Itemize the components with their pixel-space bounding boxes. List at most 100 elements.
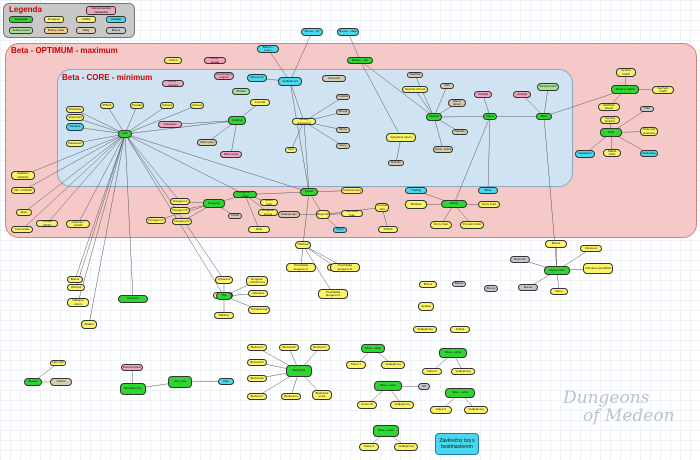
node-n-kolos-x: Kolos X — [430, 406, 452, 414]
node-n-vybaveni: Vybavení — [215, 276, 233, 284]
edge-n-bonus-slot-n-bestiar — [359, 60, 435, 118]
node-n-procx-b: Procházka dungeon X — [318, 289, 348, 299]
legend-nadstavba: Odemknutelná nadstavba — [86, 6, 116, 15]
node-n-seznam: Seznam hráčů — [652, 86, 674, 94]
edge-n-bestiar-n-oko — [433, 85, 448, 118]
node-n-b-a: Budova A — [247, 344, 267, 351]
node-n-bonus-tr3: Bonus — [518, 284, 538, 291]
node-n-krabice: Krabice — [336, 94, 350, 100]
edge-n-quest-n-vedlejsi-sin — [289, 81, 310, 193]
node-n-znovuzrozeni: Znovuzrození — [121, 364, 143, 371]
node-n-moderace: Moderace — [640, 150, 658, 157]
node-n-zbrane: Zbraně — [232, 88, 250, 95]
edge-hub-n-obchod-c — [75, 133, 126, 288]
node-n-bonus-tr: Bonus trh — [247, 74, 267, 82]
edge-n-obch-x-n-procx-b — [302, 244, 334, 295]
node-n-nakupni: Nákupní strom — [67, 298, 89, 307]
node-n-b-f: Budova F — [247, 393, 267, 400]
node-n-odm-spec: Odměna specifická — [583, 263, 613, 274]
node-n-bojovnik: Bojovník — [316, 210, 330, 219]
node-n-bestiar: Bestiář — [426, 113, 442, 121]
node-n-sablony: Šablony — [214, 312, 234, 319]
node-n-tab1: Bonus - Lumy — [257, 45, 279, 53]
node-n-mise: Mise — [536, 113, 552, 120]
logo-line-1: Dungeons — [563, 388, 650, 408]
node-n-dun-c: Dungeon C — [146, 217, 166, 224]
edge-n-mise-n-skupiny — [543, 89, 626, 117]
node-n-bylinky: Bylinky — [388, 160, 404, 166]
edge-n-bonus-slot-n-tab3 — [347, 31, 361, 61]
node-n-dun-vr: Dungeon vrcholní boj — [246, 276, 268, 286]
node-n-pozvani: Pozvání hráči — [460, 221, 484, 229]
node-n-zbroje: Zbroje — [336, 109, 350, 115]
node-n-kombinace: Kombinace stupeň — [214, 72, 234, 80]
node-n-bonus3: Bonus — [452, 281, 466, 287]
node-n-nn: NN — [418, 383, 430, 390]
node-n-duch: Duch — [333, 227, 347, 233]
node-n-umeni: Umění — [50, 378, 72, 386]
node-final: Závěrečný boj s bestmasterem — [435, 433, 479, 455]
node-n-skupina: Skupina kolo — [537, 83, 559, 91]
edge-n-bestiar-n-obch-kniha — [433, 116, 444, 150]
node-n-sprava: Správa hráčů — [616, 68, 636, 77]
node-n-misa: Misa směs — [220, 151, 242, 158]
node-n-vzor: Vzor — [285, 147, 297, 153]
legend-title: Legenda — [9, 5, 42, 14]
node-n-hlavni-dez: Hlavní dezert — [448, 99, 466, 107]
node-n-upravy: Úpravy dungeonů — [292, 118, 316, 125]
node-n-budovani-x: Budování extra — [312, 390, 332, 400]
node-n-runy-hr: Runy hrad — [430, 221, 452, 229]
node-n-vypravy: Výpravy skupiny — [600, 116, 620, 124]
edge-n-mise-n-vedlejsi-r2 — [521, 94, 545, 117]
node-n-oko: Oko — [440, 83, 454, 89]
node-n-ferova: Férová vlna — [375, 203, 389, 212]
node-n-vedlejsi-r2: Vedlejší — [513, 91, 531, 98]
node-n-moznosti: Možnosti boje — [341, 210, 363, 217]
edge-n-dun-v-n-rust — [244, 194, 260, 230]
edge-n-mapa-n-bestiar — [433, 116, 491, 118]
node-n-carny2: Čarny - Herbá — [204, 57, 226, 64]
node-n-kolos-w: Kolos W — [357, 401, 377, 409]
node-n-achiev-m: Achievementy — [341, 187, 363, 194]
node-n-vedl-boj6: Vedlejší boj — [394, 443, 418, 451]
node-n-m-ext4: Mise - extra — [445, 388, 475, 398]
node-n-rust: Růst — [248, 226, 270, 233]
node-n-hrady: Hrady — [441, 200, 467, 208]
node-n-obch-kniha: Obch. kniha — [433, 146, 453, 153]
node-n-obchod-c: Obchod — [67, 284, 85, 291]
node-n-bonus-c: Bonus — [67, 276, 83, 283]
node-n-m-ext2: Mise - extra — [439, 348, 467, 358]
edge-hub-n-nakupni — [77, 133, 126, 303]
edge-hub-n-info — [22, 133, 126, 191]
node-n-b-b: Budova B — [279, 344, 299, 351]
edge-hub-n-vlastnosti — [74, 117, 126, 135]
node-n-cheat: Cheat — [228, 213, 242, 219]
node-n-tab3: Bonus - zlato — [337, 28, 359, 36]
node-n-bonus-slot: Bonus - slot — [347, 57, 373, 64]
node-n-kampan: Kampaň — [118, 295, 148, 303]
node-n-vybava: Výbava — [160, 102, 174, 109]
node-n-info: Info o hráčích — [11, 187, 35, 194]
edge-n-mapa-n-hrady — [453, 116, 491, 205]
legend-bonus: Bonus — [106, 27, 126, 34]
node-n-pad: Pád — [640, 106, 654, 112]
edge-hub-n-zakladni — [22, 133, 126, 176]
node-n-vedlejsi-sin: Vedlejší síň — [278, 77, 302, 86]
node-n-mapa: Mapa — [483, 113, 497, 120]
node-n-nastaveni-r: Nastavení — [575, 150, 595, 158]
edge-hub-n-kampan — [124, 133, 134, 300]
node-n-skolice: Školice — [24, 378, 42, 386]
node-n-jiny-svet: Jiný svět — [168, 376, 192, 388]
node-n-hlav-nasl: Hlavní nasl. — [544, 266, 570, 275]
node-n-mestek: Městek — [452, 129, 468, 135]
node-n-runy-hr2: Runy hrad — [478, 201, 500, 208]
node-n-m-ext3: Mise - extra — [374, 381, 402, 391]
node-n-trading: Trading — [405, 187, 427, 194]
node-n-bojovnik-r: Bojovník — [510, 256, 530, 263]
edge-n-upravy-n-runy — [303, 121, 344, 147]
edge-n-mapa-n-bitva — [487, 116, 491, 191]
core-region-title: Beta - CORE - minimum — [62, 73, 153, 82]
edge-n-mapa-n-vedlejsi-r — [482, 94, 491, 117]
node-n-dun-v: Dungeon - výběr — [233, 191, 257, 198]
